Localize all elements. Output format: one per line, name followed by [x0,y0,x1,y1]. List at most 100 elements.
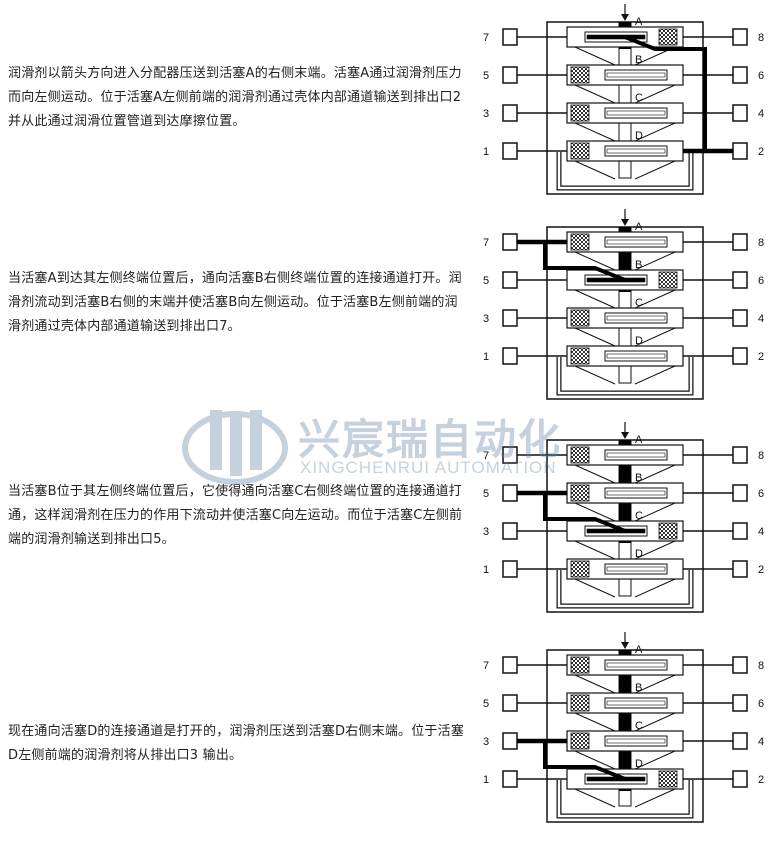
bottom-return-channel-inner [557,570,693,608]
piston-chamber-D [570,142,590,160]
outlet-port-3 [502,732,518,750]
step-panel-1: 润滑剂以箭头方向进入分配器压送到活塞A的右侧末端。活塞A通过润滑剂压力而向左侧运… [0,0,780,200]
piston-label-C: C [635,720,643,732]
active-flow-path [517,739,626,781]
bottom-return-channel-inner [557,152,693,190]
piston-label-B: B [635,472,642,484]
outlet-port-5 [502,694,518,712]
outlet-label-2: 2 [758,351,764,363]
passage-left-C [574,540,616,560]
outlet-label-3: 3 [483,108,489,120]
passage-right-D [634,160,676,180]
passage-right-D [634,788,676,808]
passage-left-D [574,788,616,808]
piston-label-B: B [635,54,642,66]
outlet-label-1: 1 [483,564,489,576]
passage-left-C [574,122,616,142]
outlet-port-3 [502,104,518,122]
passage-left-B [574,84,616,104]
piston-rod-C [606,738,666,744]
outlet-port-4 [732,309,748,327]
outlet-label-7: 7 [483,450,489,462]
outlet-label-8: 8 [758,450,764,462]
outlet-port-8 [732,446,748,464]
outlet-label-6: 6 [758,275,764,287]
piston-rod-B [606,700,666,706]
piston-chamber-B [570,484,590,502]
outlet-label-1: 1 [483,351,489,363]
passage-right-C [634,327,676,347]
piston-rod-B [586,277,646,283]
piston-rod-C [606,110,666,116]
outlet-label-8: 8 [758,237,764,249]
outlet-label-6: 6 [758,488,764,500]
outlet-port-1 [502,347,518,365]
passage-left-C [574,750,616,770]
piston-chamber-A [658,28,678,46]
passage-left-A [574,251,616,271]
inlet-arrowhead-icon [621,642,629,649]
passage-right-A [634,251,676,271]
piston-label-A: A [635,644,643,656]
piston-rod-D [586,776,646,782]
piston-label-C: C [635,297,643,309]
piston-chamber-B [658,271,678,289]
piston-label-C: C [635,92,643,104]
outlet-port-7 [502,233,518,251]
outlet-label-3: 3 [483,526,489,538]
passage-left-B [574,502,616,522]
piston-chamber-A [570,656,590,674]
outlet-label-5: 5 [483,698,489,710]
piston-label-A: A [635,221,643,233]
piston-label-B: B [635,259,642,271]
outlet-label-7: 7 [483,32,489,44]
active-flow-path [517,240,626,282]
bottom-return-channel-inner [557,357,693,395]
outlet-port-7 [502,446,518,464]
outlet-port-6 [732,694,748,712]
outlet-label-7: 7 [483,237,489,249]
passage-right-A [634,674,676,694]
outlet-label-8: 8 [758,32,764,44]
outlet-label-8: 8 [758,660,764,672]
passage-right-C [634,122,676,142]
piston-label-C: C [635,510,643,522]
passage-right-D [634,365,676,385]
piston-label-D: D [635,758,643,770]
step-description-1: 润滑剂以箭头方向进入分配器压送到活塞A的右侧末端。活塞A通过润滑剂压力而向左侧运… [8,66,462,129]
piston-chamber-A [570,446,590,464]
outlet-port-8 [732,233,748,251]
piston-label-B: B [635,682,642,694]
passage-left-A [574,674,616,694]
passage-left-B [574,712,616,732]
outlet-label-4: 4 [758,313,764,325]
passage-right-D [634,578,676,598]
outlet-label-4: 4 [758,526,764,538]
piston-rod-A [606,452,666,458]
outlet-label-3: 3 [483,313,489,325]
piston-label-D: D [635,335,643,347]
step-panel-2: 当活塞A到达其左侧终端位置后，通向活塞B右侧终端位置的连接通道打开。润滑剂流动到… [0,205,780,405]
step-panel-3: 当活塞B位于其左侧终端位置后，它使得通向活塞C右侧终端位置的连接通道打通，这样润… [0,418,780,618]
outlet-port-6 [732,271,748,289]
piston-chamber-B [570,66,590,84]
step-description-3: 当活塞B位于其左侧终端位置后，它使得通向活塞C右侧终端位置的连接通道打通，这样润… [8,484,463,547]
piston-rod-C [606,315,666,321]
outlet-label-6: 6 [758,70,764,82]
outlet-label-2: 2 [758,774,764,786]
piston-chamber-D [658,770,678,788]
outlet-label-2: 2 [758,146,764,158]
outlet-port-6 [732,66,748,84]
outlet-port-8 [732,28,748,46]
outlet-label-5: 5 [483,70,489,82]
outlet-label-1: 1 [483,774,489,786]
step-description-2: 当活塞A到达其左侧终端位置后，通向活塞B右侧终端位置的连接通道打开。润滑剂流动到… [8,271,462,334]
piston-chamber-B [570,694,590,712]
outlet-port-5 [502,66,518,84]
outlet-port-4 [732,732,748,750]
piston-chamber-A [570,233,590,251]
